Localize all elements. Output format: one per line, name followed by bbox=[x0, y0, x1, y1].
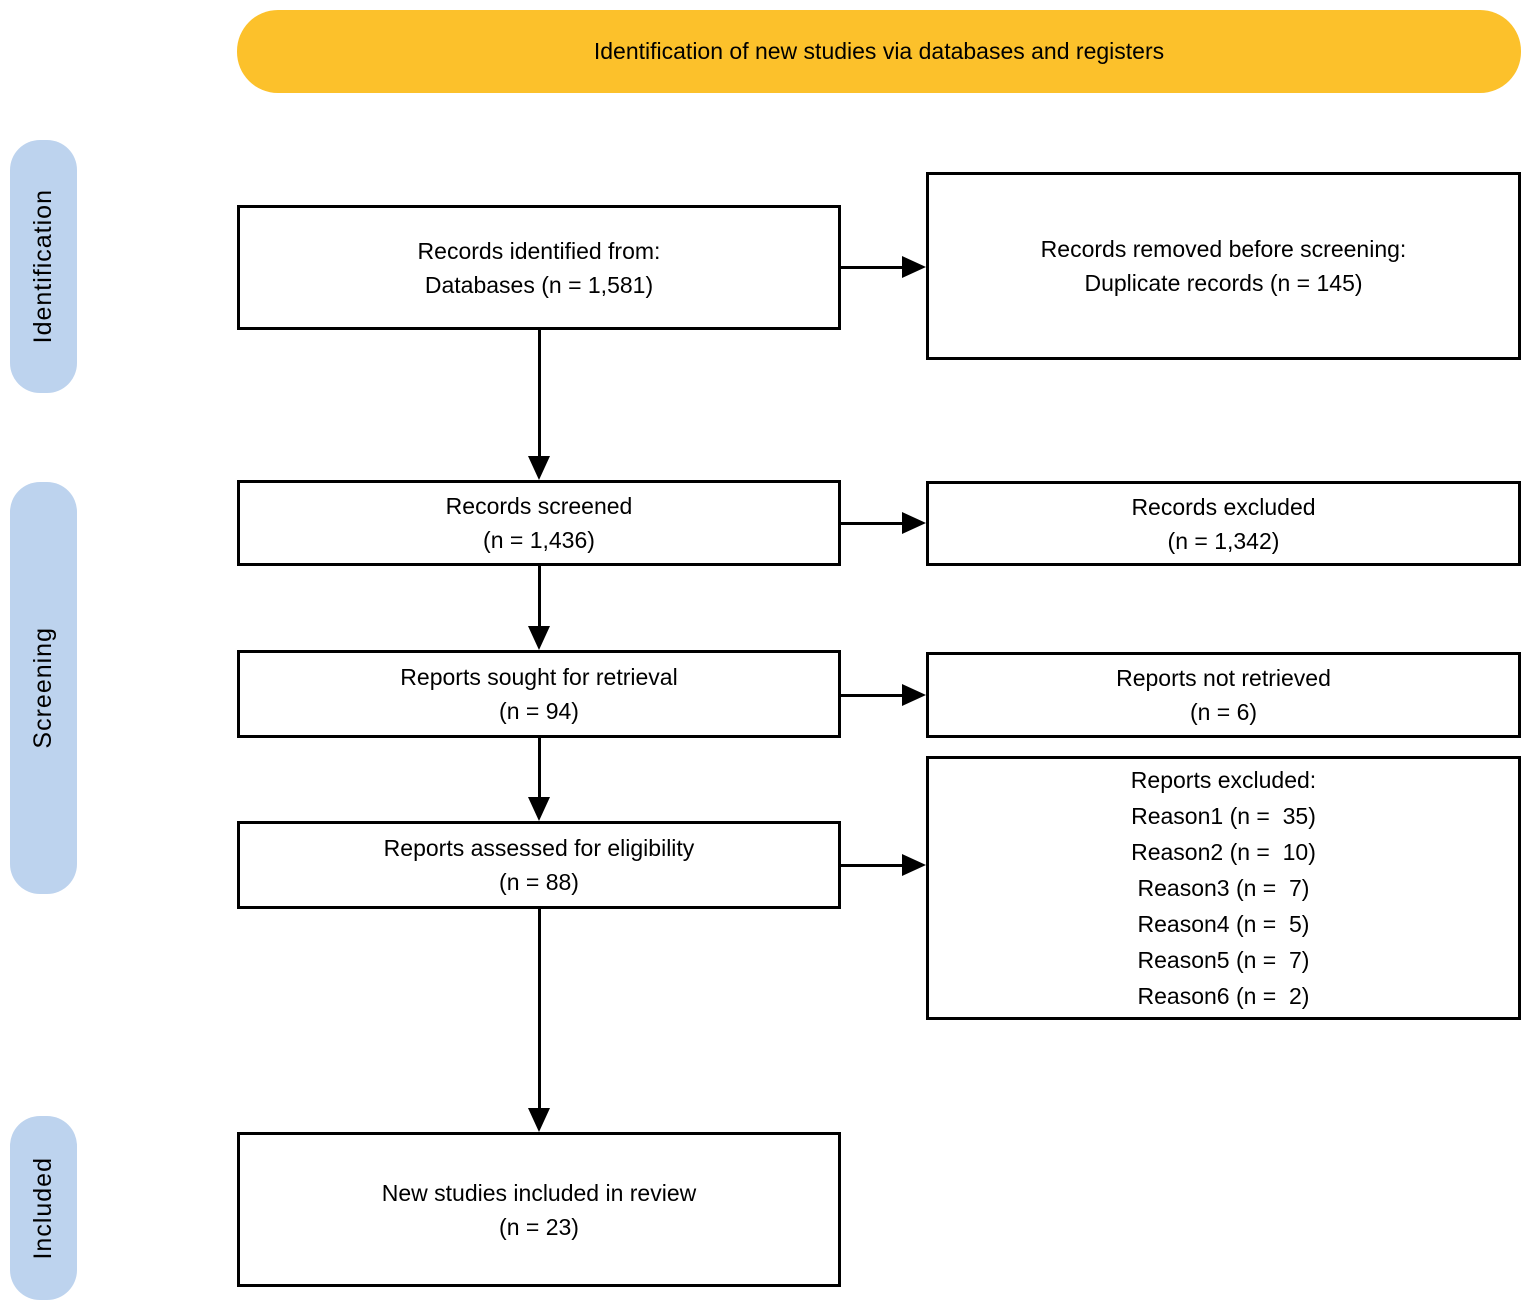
box-records-removed-line2: Duplicate records (n = 145) bbox=[1084, 270, 1363, 296]
box-new-studies-included: New studies included in review (n = 23) bbox=[237, 1132, 841, 1287]
stage-label-identification-text: Identification bbox=[29, 189, 57, 344]
arrow-assessed-to-included-icon bbox=[528, 909, 550, 1132]
box-new-studies-line2: (n = 23) bbox=[499, 1213, 579, 1240]
box-reports-excluded: Reports excluded: Reason1 (n = 35) Reaso… bbox=[926, 756, 1521, 1020]
stage-label-included-text: Included bbox=[29, 1156, 57, 1260]
header-title: Identification of new studies via databa… bbox=[593, 38, 1165, 64]
box-records-excluded-line2: (n = 1,342) bbox=[1167, 527, 1280, 554]
box-reports-excluded-title: Reports excluded: bbox=[1130, 767, 1317, 793]
arrow-assessed-to-reports-excluded-icon bbox=[841, 854, 926, 876]
stage-label-identification: Identification bbox=[10, 140, 77, 393]
box-new-studies-line1: New studies included in review bbox=[381, 1179, 697, 1206]
box-reports-not-retrieved-line2: (n = 6) bbox=[1189, 699, 1258, 725]
box-reports-sought-line2: (n = 94) bbox=[499, 698, 579, 724]
box-records-excluded: Records excluded (n = 1,342) bbox=[926, 481, 1521, 566]
box-reports-assessed-line1: Reports assessed for eligibility bbox=[383, 835, 695, 861]
box-records-screened: Records screened (n = 1,436) bbox=[237, 480, 841, 566]
box-records-screened-line2: (n = 1,436) bbox=[483, 527, 595, 553]
box-records-screened-line1: Records screened bbox=[445, 493, 633, 519]
box-reports-excluded-reasons: Reason1 (n = 35) Reason2 (n = 10) Reason… bbox=[1131, 803, 1316, 1009]
arrow-screened-to-sought-icon bbox=[528, 566, 550, 650]
stage-label-screening-text: Screening bbox=[29, 627, 57, 749]
box-records-identified-line1: Records identified from: bbox=[417, 237, 661, 264]
box-reports-sought-line1: Reports sought for retrieval bbox=[400, 664, 678, 690]
arrow-identified-to-screened-icon bbox=[528, 330, 550, 480]
box-records-removed-line1: Records removed before screening: bbox=[1040, 236, 1407, 262]
stage-label-screening: Screening bbox=[10, 482, 77, 894]
box-reports-assessed: Reports assessed for eligibility (n = 88… bbox=[237, 821, 841, 909]
box-reports-not-retrieved: Reports not retrieved (n = 6) bbox=[926, 652, 1521, 738]
box-reports-sought: Reports sought for retrieval (n = 94) bbox=[237, 650, 841, 738]
box-records-identified-line2: Databases (n = 1,581) bbox=[424, 271, 654, 298]
box-reports-not-retrieved-line1: Reports not retrieved bbox=[1116, 665, 1331, 691]
box-records-removed: Records removed before screening: Duplic… bbox=[926, 172, 1521, 360]
box-records-identified: Records identified from: Databases (n = … bbox=[237, 205, 841, 330]
arrow-identified-to-removed-icon bbox=[841, 256, 926, 278]
arrow-sought-to-not-retrieved-icon bbox=[841, 684, 926, 706]
box-records-excluded-line1: Records excluded bbox=[1131, 493, 1316, 520]
stage-label-included: Included bbox=[10, 1116, 77, 1300]
box-reports-assessed-line2: (n = 88) bbox=[499, 869, 579, 895]
arrow-screened-to-excluded-icon bbox=[841, 512, 926, 534]
arrow-sought-to-assessed-icon bbox=[528, 738, 550, 821]
header-banner: Identification of new studies via databa… bbox=[237, 10, 1521, 93]
